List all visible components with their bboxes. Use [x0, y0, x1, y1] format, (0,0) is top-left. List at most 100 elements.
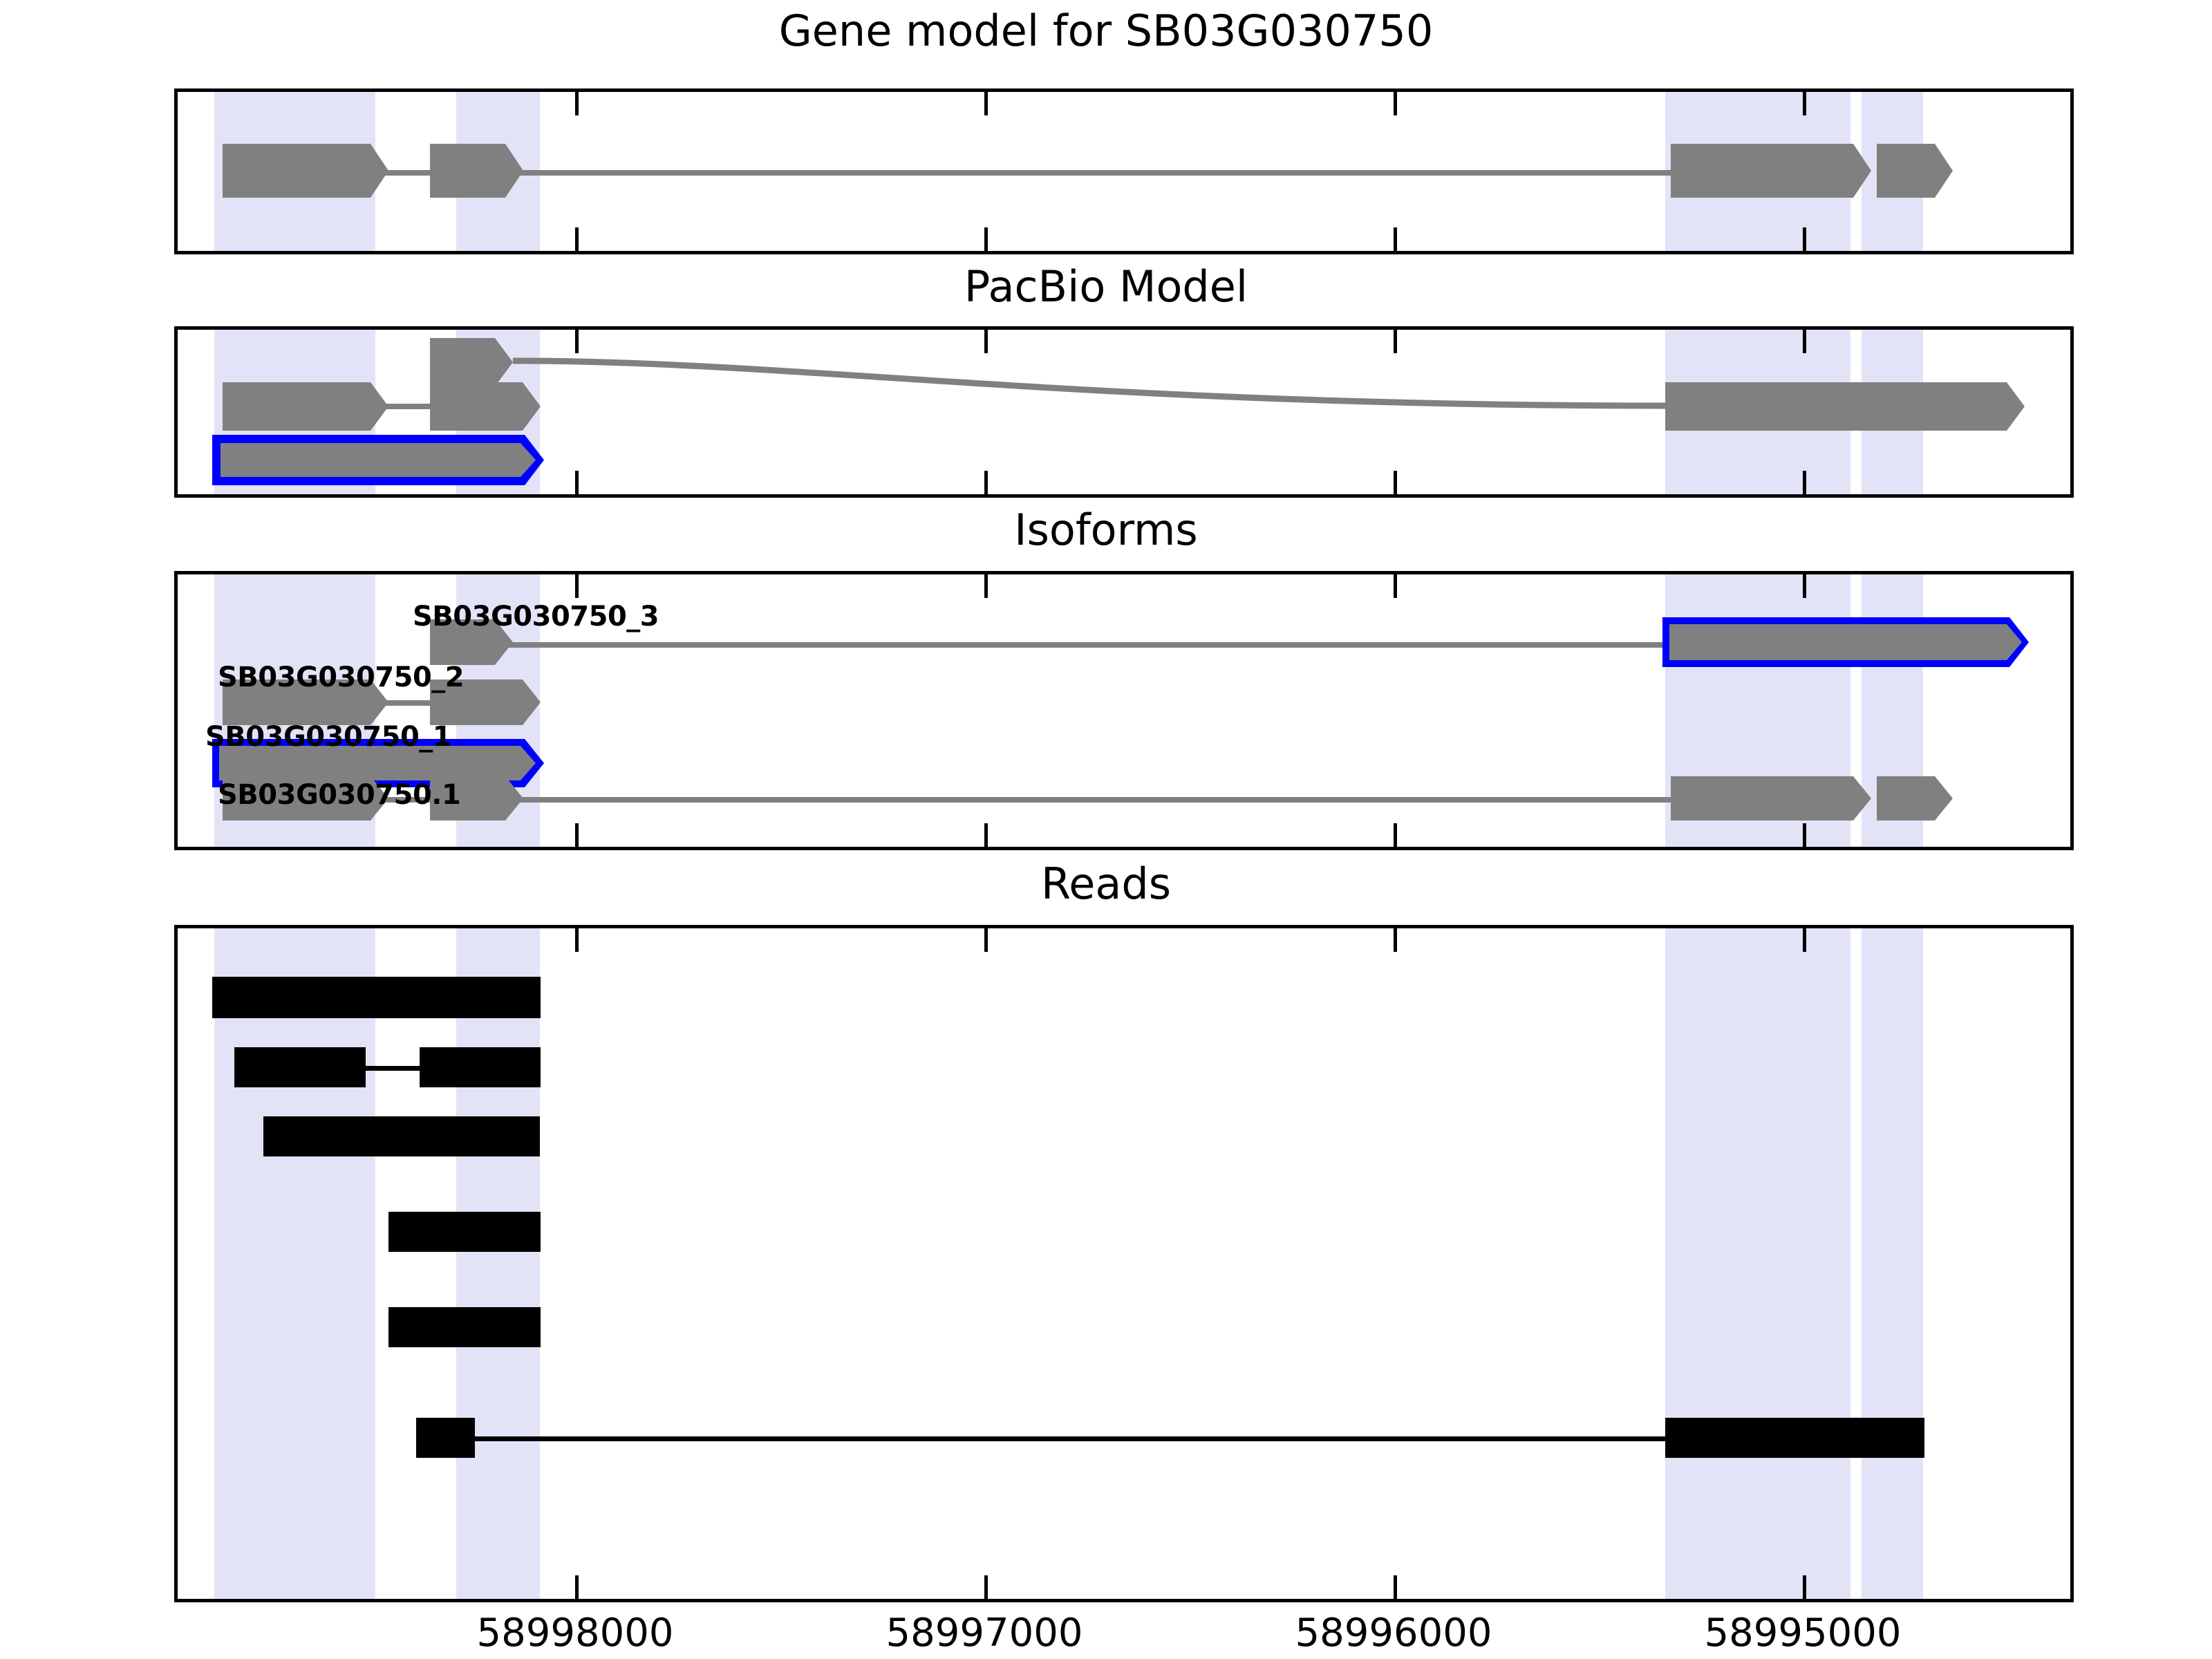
exon-block[interactable] [430, 679, 541, 725]
intron-segment [378, 404, 440, 409]
axis-tick-bottom [984, 1575, 988, 1599]
isoform-label: SB03G030750_2 [218, 662, 465, 693]
isoform-row[interactable]: SB03G030750_2 [178, 574, 2070, 850]
exon-block[interactable] [1665, 382, 2025, 431]
highlight-band-3 [1665, 928, 1850, 1599]
read-block[interactable] [1665, 1418, 1924, 1458]
intron-segment [508, 642, 1676, 648]
isoform-label: SB03G030750.1 [218, 779, 461, 811]
read-row[interactable] [178, 928, 2070, 1599]
axis-tick-top [575, 928, 579, 952]
read-row[interactable] [178, 928, 2070, 1599]
axis-tick-top [1803, 574, 1806, 598]
read-block[interactable] [388, 1307, 541, 1347]
axis-tick-bottom [984, 823, 988, 847]
pacbio-transcript-row-highlighted[interactable] [178, 330, 2070, 498]
exon-block[interactable] [1671, 144, 1871, 198]
isoform-row[interactable]: SB03G030750_3 [178, 574, 2070, 850]
highlight-band-2 [456, 928, 540, 1599]
read-row[interactable] [178, 928, 2070, 1599]
highlight-band-1 [214, 928, 375, 1599]
axis-tick-bottom [984, 227, 988, 251]
pacbio-transcript-row[interactable] [178, 330, 2070, 498]
axis-tick-bottom [575, 471, 579, 494]
exon-block[interactable] [430, 382, 541, 431]
axis-tick-top [984, 330, 988, 353]
read-block[interactable] [234, 1047, 366, 1087]
read-block[interactable] [388, 1212, 541, 1252]
read-block[interactable] [420, 1047, 541, 1087]
highlight-band-4 [1862, 928, 1923, 1599]
exon-block[interactable] [223, 776, 388, 821]
axis-tick-top [575, 574, 579, 598]
axis-tick-top [1394, 574, 1397, 598]
exon-block[interactable] [219, 746, 536, 780]
axis-tick-label: 58998000 [476, 1611, 674, 1656]
axis-tick-bottom [575, 1575, 579, 1599]
isoforms-panel: SB03G030750_3 SB03G030750_2 SB03G030750_… [174, 571, 2074, 850]
exon-block[interactable] [1877, 144, 1953, 198]
intron-segment [378, 170, 440, 176]
exon-block[interactable] [430, 144, 523, 198]
axis-tick-bottom [575, 227, 579, 251]
axis-tick-top [1394, 928, 1397, 952]
isoform-label: SB03G030750_3 [413, 601, 659, 632]
axis-tick-bottom [984, 471, 988, 494]
splice-curve [512, 357, 1671, 409]
reads-panel-title: Reads [1040, 859, 1172, 909]
axis-tick-bottom [1394, 1575, 1397, 1599]
axis-tick-label: 58997000 [885, 1611, 1083, 1656]
axis-tick-top [984, 928, 988, 952]
axis-tick-top [1394, 92, 1397, 115]
isoforms-panel-title: Isoforms [1014, 505, 1198, 555]
pacbio-transcript-row[interactable] [178, 330, 2070, 498]
reads-panel [174, 925, 2074, 1602]
exon-block[interactable] [430, 776, 523, 821]
read-row[interactable] [178, 928, 2070, 1599]
axis-tick-bottom [575, 823, 579, 847]
exon-block[interactable] [1877, 776, 1953, 821]
axis-tick-bottom [1803, 227, 1806, 251]
read-block[interactable] [212, 977, 541, 1018]
axis-tick-top [984, 92, 988, 115]
axis-tick-top [1803, 330, 1806, 353]
read-block[interactable] [416, 1418, 475, 1458]
axis-tick-bottom [1394, 227, 1397, 251]
axis-tick-top [1394, 330, 1397, 353]
intron-segment [516, 170, 1678, 176]
axis-tick-top [575, 330, 579, 353]
intron-segment [378, 797, 440, 803]
read-intron [471, 1436, 1667, 1441]
read-row[interactable] [178, 928, 2070, 1599]
intron-segment [378, 700, 440, 706]
axis-tick-bottom [1803, 823, 1806, 847]
exon-block[interactable] [223, 382, 388, 431]
intron-segment [516, 797, 1678, 803]
pacbio-panel-title: PacBio Model [964, 261, 1248, 312]
exon-block[interactable] [221, 443, 536, 477]
axis-tick-label: 58996000 [1295, 1611, 1492, 1656]
read-row[interactable] [178, 928, 2070, 1599]
axis-tick-bottom [1803, 471, 1806, 494]
isoform-row[interactable]: SB03G030750.1 [178, 574, 2070, 850]
exon-block[interactable] [430, 619, 513, 665]
gene-model-transcript[interactable] [178, 92, 2070, 254]
axis-tick-top [1803, 928, 1806, 952]
exon-block[interactable] [223, 679, 388, 725]
exon-block[interactable] [430, 338, 513, 386]
axis-tick-top [984, 574, 988, 598]
read-block[interactable] [263, 1116, 540, 1156]
gene-model-panel [174, 88, 2074, 254]
page-title: Gene model for SB03G030750 [778, 6, 1434, 56]
isoform-label: SB03G030750_1 [205, 721, 452, 753]
exon-block[interactable] [223, 144, 388, 198]
axis-tick-bottom [1394, 823, 1397, 847]
axis-tick-top [575, 92, 579, 115]
axis-tick-top [1803, 92, 1806, 115]
pacbio-model-panel [174, 326, 2074, 498]
exon-block[interactable] [1671, 776, 1871, 821]
read-intron [363, 1066, 422, 1071]
exon-block[interactable] [1669, 624, 2022, 660]
axis-tick-bottom [1803, 1575, 1806, 1599]
axis-tick-label: 58995000 [1704, 1611, 1902, 1656]
